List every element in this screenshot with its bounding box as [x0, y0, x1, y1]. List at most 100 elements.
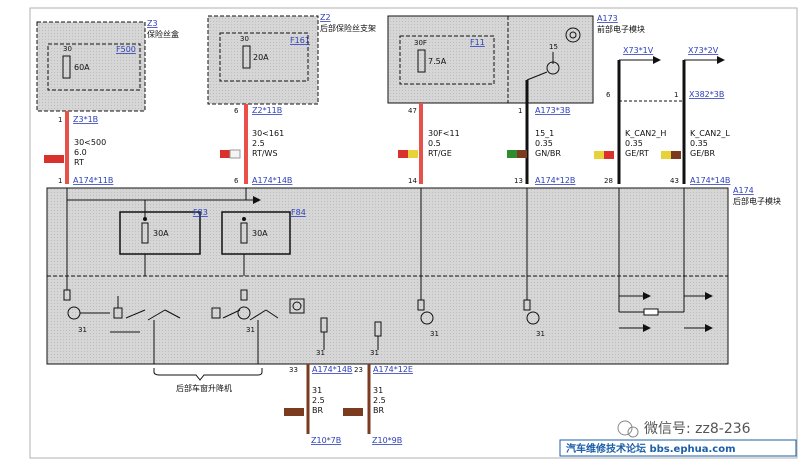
- svg-text:33: 33: [289, 366, 298, 374]
- wechat-icon: [617, 420, 633, 436]
- module-z2: Z2 后部保险丝支架 F161 30 20A: [207, 13, 376, 105]
- svg-text:Z3*1B[interactable]: Z3*1B: [73, 115, 98, 124]
- f161-rating: 20A: [253, 53, 269, 62]
- svg-text:13: 13: [514, 177, 523, 185]
- svg-text:6: 6: [606, 91, 611, 99]
- wire-4: 1 A173*3B 15_1 0.35 GN/BR 13 A174*12B: [507, 80, 575, 185]
- svg-text:0.35: 0.35: [625, 139, 643, 148]
- svg-text:A174*14B[interactable]: A174*14B: [252, 176, 292, 185]
- svg-text:31: 31: [246, 326, 255, 334]
- f161-pin: 30: [240, 35, 249, 43]
- svg-text:6: 6: [234, 107, 239, 115]
- color-swatch-ge: [594, 151, 604, 159]
- wire-1: 1 Z3*1B 30<500 6.0 RT 1 A174*11B: [44, 111, 113, 185]
- svg-text:A174*12B[interactable]: A174*12B: [535, 176, 575, 185]
- svg-text:6: 6: [234, 177, 239, 185]
- svg-text:30<500: 30<500: [74, 138, 106, 147]
- relay-switch-icon: [125, 309, 146, 319]
- x73-1v-label[interactable]: X73*1V: [623, 46, 654, 55]
- fuse-f11-icon: [417, 49, 426, 73]
- relay-switch-icon: [222, 309, 241, 319]
- f161-id[interactable]: F161: [290, 36, 310, 45]
- module-f11-a173: F11 30F 7.5A A173 前部电子模块 15: [387, 14, 645, 104]
- can-connectors: X73*1V X73*2V: [617, 46, 725, 102]
- watermark-handle: 微信号: zz8-236: [644, 421, 751, 437]
- color-swatch-ge: [661, 151, 671, 159]
- svg-text:A174*14B[interactable]: A174*14B: [690, 176, 730, 185]
- fuse-f161-icon: [242, 45, 251, 69]
- fuse-f84-icon: [240, 222, 248, 244]
- svg-text:6.0: 6.0: [74, 148, 87, 157]
- svg-text:RT/GE: RT/GE: [428, 149, 452, 158]
- watermark-forum: 汽车维修技术论坛 bbs.ephua.com: [566, 442, 736, 455]
- svg-text:Z2*11B[interactable]: Z2*11B: [252, 106, 282, 115]
- svg-text:K_CAN2_H: K_CAN2_H: [625, 129, 666, 138]
- wire-3: 47 30F<11 0.5 RT/GE 14: [398, 103, 460, 185]
- svg-text:15_1: 15_1: [535, 129, 554, 138]
- ground-wire-1: 33 A174*14B 31 2.5 BR Z10*7B: [284, 364, 352, 445]
- svg-text:BR: BR: [312, 406, 323, 415]
- svg-text:28: 28: [604, 177, 613, 185]
- svg-text:Z10*9B[interactable]: Z10*9B: [372, 436, 402, 445]
- fuse-box-f84: [221, 211, 291, 255]
- z2-name: 后部保险丝支架: [320, 23, 376, 33]
- module-a174: A174 后部电子模块 F83 30A F84 30A 31: [46, 186, 781, 365]
- transistor-icon: [526, 311, 540, 325]
- a173-id[interactable]: A173: [597, 14, 618, 23]
- wire-2: 6 Z2*11B 30<161 2.5 RT/WS 6 A174*14B: [220, 104, 292, 185]
- x73-2v-label[interactable]: X73*2V: [688, 46, 719, 55]
- z3-name: 保险丝盒: [147, 29, 179, 39]
- transistor-icon: [546, 61, 560, 75]
- color-swatch-gn: [507, 150, 517, 158]
- a174-id[interactable]: A174: [733, 186, 754, 195]
- watermark-bar: [559, 439, 797, 457]
- a173-name: 前部电子模块: [597, 24, 645, 34]
- svg-text:A174*11B[interactable]: A174*11B: [73, 176, 113, 185]
- svg-text:A173*3B[interactable]: A173*3B: [535, 106, 570, 115]
- svg-text:31: 31: [536, 330, 545, 338]
- fuse-f83-icon: [141, 222, 149, 244]
- wire-5: 6 K_CAN2_H 0.35 GE/RT 28: [594, 91, 666, 185]
- watermark: 微信号: zz8-236 汽车维修技术论坛 bbs.ephua.com: [559, 420, 797, 457]
- color-swatch-rt: [220, 150, 230, 158]
- svg-text:GE/BR: GE/BR: [690, 149, 715, 158]
- svg-text:K_CAN2_L: K_CAN2_L: [690, 129, 730, 138]
- svg-text:23: 23: [354, 366, 363, 374]
- svg-text:X382*3B[interactable]: X382*3B: [689, 90, 724, 99]
- f84-rating: 30A: [252, 229, 268, 238]
- svg-text:RT/WS: RT/WS: [252, 149, 278, 158]
- color-swatch-rt: [398, 150, 408, 158]
- svg-text:30F<11: 30F<11: [428, 129, 460, 138]
- page-frame: [29, 7, 798, 459]
- f84-id[interactable]: F84: [291, 208, 306, 217]
- color-swatch-rt: [604, 151, 614, 159]
- z2-id[interactable]: Z2: [320, 13, 331, 22]
- svg-text:RT: RT: [74, 158, 84, 167]
- svg-text:43: 43: [670, 177, 679, 185]
- window-lifter-group: 后部车窗升降机: [153, 368, 263, 393]
- svg-text:GN/BR: GN/BR: [535, 149, 561, 158]
- f83-id[interactable]: F83: [193, 208, 208, 217]
- f11-id[interactable]: F11: [470, 38, 485, 47]
- svg-text:31: 31: [312, 386, 322, 395]
- color-swatch-ws: [229, 149, 241, 159]
- module-z3: Z3 保险丝盒 F500 30 60A: [36, 19, 179, 112]
- f500-id[interactable]: F500: [116, 45, 136, 54]
- f500-rating: 60A: [74, 63, 90, 72]
- f11-pin: 30F: [414, 39, 427, 47]
- color-swatch-rt: [44, 155, 64, 163]
- ground-wire-2: 23 A174*12E 31 2.5 BR Z10*9B: [343, 364, 413, 445]
- svg-text:Z10*7B[interactable]: Z10*7B: [311, 436, 341, 445]
- transistor-icon: [237, 306, 251, 320]
- svg-text:BR: BR: [373, 406, 384, 415]
- svg-text:0.35: 0.35: [535, 139, 553, 148]
- svg-text:A174*12E[interactable]: A174*12E: [373, 365, 413, 374]
- svg-text:0.35: 0.35: [690, 139, 708, 148]
- svg-text:47: 47: [408, 107, 417, 115]
- svg-text:A174*14B[interactable]: A174*14B: [312, 365, 352, 374]
- svg-text:2.5: 2.5: [252, 139, 265, 148]
- z3-id[interactable]: Z3: [147, 19, 158, 28]
- svg-text:31: 31: [370, 349, 379, 357]
- f11-rating: 7.5A: [428, 57, 447, 66]
- svg-text:1: 1: [674, 91, 678, 99]
